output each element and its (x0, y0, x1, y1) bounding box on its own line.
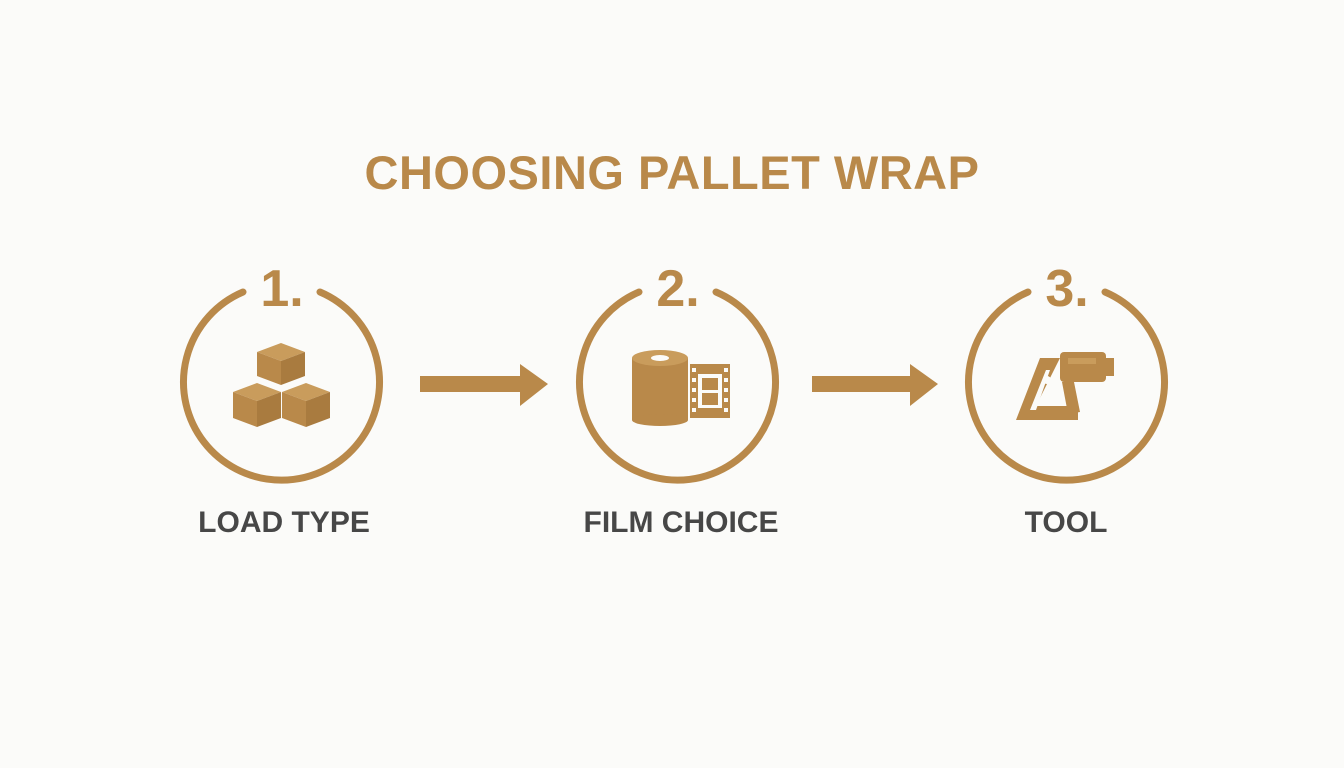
step-3-label: TOOL (1024, 506, 1108, 539)
step-2: 2. (576, 260, 779, 484)
step-1-ring (180, 288, 383, 484)
wrap-dispenser-icon (1016, 352, 1114, 420)
step-3-ring (965, 288, 1168, 484)
film-roll-icon (632, 350, 730, 426)
step-2-label: FILM CHOICE (583, 506, 779, 539)
boxes-icon (233, 343, 330, 427)
step-1-number: 1. (260, 260, 303, 318)
step-1: 1. (180, 260, 383, 484)
diagram-title: CHOOSING PALLET WRAP (364, 146, 980, 199)
step-3: 3. (965, 260, 1168, 484)
step-2-number: 2. (656, 260, 699, 318)
step-3-number: 3. (1045, 260, 1088, 318)
step-1-label: LOAD TYPE (198, 506, 370, 539)
step-2-ring (576, 288, 779, 484)
arrow-right-icon (420, 364, 548, 406)
arrow-right-icon (812, 364, 938, 406)
